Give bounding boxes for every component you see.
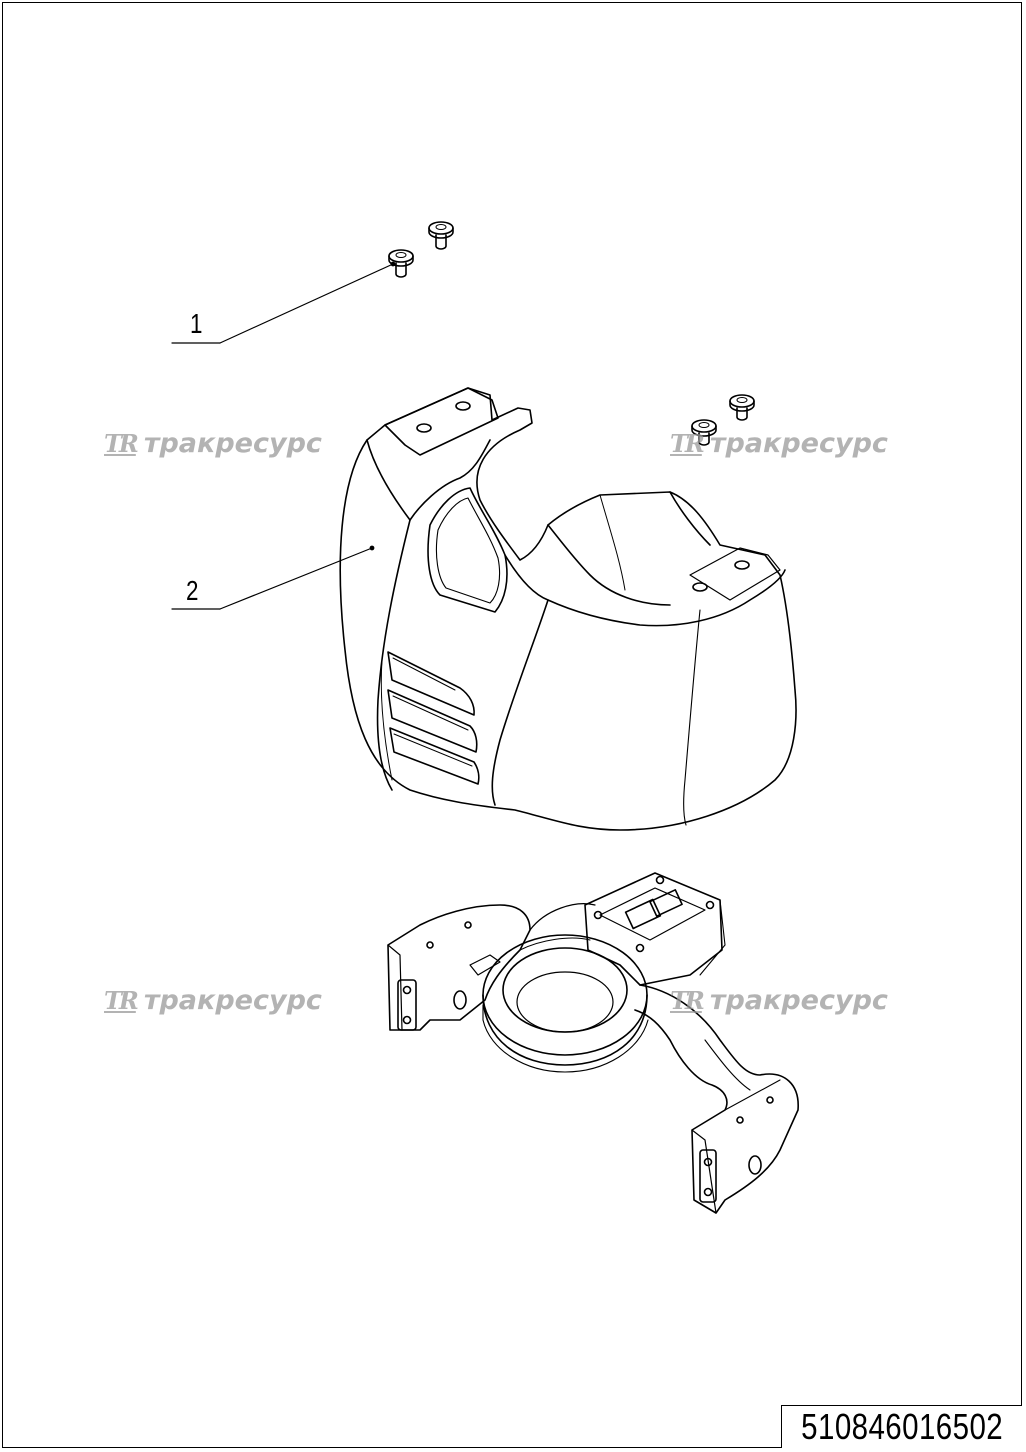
watermark-text: тракресурс [143,985,322,1016]
watermark: TR тракресурс [670,428,888,459]
watermark-text: тракресурс [709,428,888,459]
watermark-logo: TR [104,429,139,458]
bolt-2 [388,249,414,278]
leader-line-1 [171,261,396,344]
watermark-text: тракресурс [143,428,322,459]
watermark: TR тракресурс [670,985,888,1016]
cover-housing [339,387,797,831]
watermark-text: тракресурс [709,985,888,1016]
document-number-box: 510846016502 [781,1405,1022,1448]
watermark: TR тракресурс [104,428,322,459]
bolt-3 [729,394,755,421]
document-number: 510846016502 [801,1406,1003,1447]
bolt-1 [428,221,454,250]
bolt-4 [691,419,717,446]
bracket-casting [387,872,799,1214]
watermark: TR тракресурс [104,985,322,1016]
callout-label-1: 1 [190,308,203,339]
watermark-logo: TR [670,986,705,1015]
callout-label-2: 2 [186,575,199,606]
watermark-logo: TR [670,429,705,458]
leader-line-2 [171,545,375,610]
watermark-logo: TR [104,986,139,1015]
